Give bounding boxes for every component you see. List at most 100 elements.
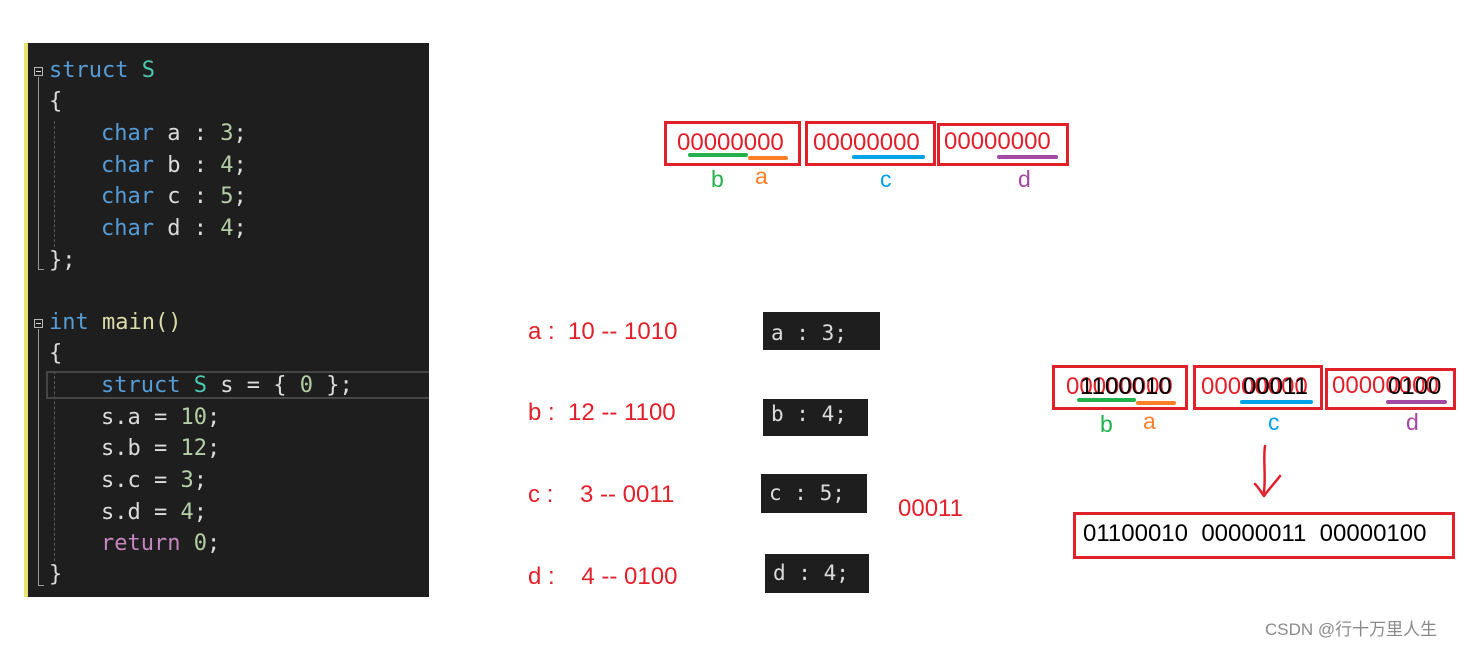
collapse-main-icon[interactable]	[34, 319, 43, 328]
byte-2-bits: 00000000	[813, 129, 920, 156]
underline-c	[852, 155, 925, 159]
filled-byte-box-3	[1325, 368, 1456, 410]
byte-box-2	[805, 121, 936, 166]
number-literal: 0	[299, 373, 313, 398]
underline-d	[1386, 400, 1447, 404]
code-line-assign: s.c = 3;	[101, 467, 207, 495]
label-d: d	[1018, 166, 1031, 192]
label-c: c	[1268, 409, 1280, 435]
keyword: return	[101, 531, 181, 556]
code-text: ;	[206, 531, 221, 556]
conversion-d: d : 4 -- 0100	[528, 563, 678, 590]
keyword: int	[49, 310, 89, 335]
snippet-c: c : 5;	[761, 474, 867, 513]
label-c: c	[880, 166, 892, 192]
code-line-open-brace: {	[49, 341, 63, 366]
keyword: char	[101, 184, 154, 209]
keyword: char	[101, 153, 154, 178]
label-b: b	[1100, 411, 1113, 437]
label-b: b	[711, 166, 724, 192]
underline-a	[1136, 401, 1176, 405]
down-arrow-icon	[1253, 444, 1282, 498]
code-line-struct: struct S	[49, 57, 155, 85]
keyword: struct	[49, 58, 129, 83]
code-text: ;	[193, 468, 207, 493]
byte-3-bits: 00000000	[944, 128, 1051, 155]
label-a: a	[1143, 408, 1156, 434]
underline-a	[748, 156, 788, 160]
code-line-assign: s.a = 10;	[101, 404, 220, 432]
label-d: d	[1406, 409, 1419, 435]
function-name: main()	[102, 310, 182, 335]
number-literal: 0	[193, 531, 207, 556]
snippet-d: d : 4;	[765, 554, 869, 593]
code-line-main: int main()	[49, 309, 181, 337]
bit-width: 4	[220, 216, 234, 241]
code-text: };	[312, 373, 353, 398]
watermark: CSDN @行十万里人生	[1265, 620, 1438, 639]
code-text: ;	[206, 405, 221, 430]
indent-guide	[54, 371, 55, 561]
filled-byte-box-1	[1052, 365, 1188, 410]
bit-width: 5	[220, 184, 234, 209]
byte-box-1	[664, 121, 801, 166]
code-text: s.a =	[101, 405, 181, 430]
snippet-b: b : 4;	[763, 399, 868, 436]
result-box	[1073, 512, 1455, 559]
conversion-b: b : 12 -- 1100	[528, 399, 676, 426]
number-literal: 12	[180, 436, 207, 461]
fold-guide-main	[38, 329, 39, 585]
result-bytes: 01100010 00000011 00000100	[1083, 520, 1427, 547]
code-line-assign: s.b = 12;	[101, 435, 220, 463]
code-text: s.c =	[101, 468, 181, 493]
code-text: ;	[206, 436, 221, 461]
c-bits-note: 00011	[898, 495, 963, 522]
keyword: char	[101, 121, 154, 146]
field-name: a	[167, 121, 181, 146]
number-literal: 4	[180, 500, 194, 525]
code-text: s.d =	[101, 500, 181, 525]
keyword: struct	[101, 373, 181, 398]
conversion-a: a : 10 -- 1010	[528, 318, 678, 345]
filled-byte-3-red: 00000000	[1332, 372, 1439, 399]
collapse-struct-icon[interactable]	[34, 67, 43, 76]
fold-guide-end	[38, 269, 44, 270]
number-literal: 3	[180, 468, 194, 493]
type-name: S	[141, 58, 155, 83]
filled-byte-2-red: 00000000	[1201, 373, 1308, 400]
filled-byte-box-2	[1193, 365, 1323, 410]
filled-byte-3-black: 0100	[1388, 373, 1442, 400]
keyword: char	[101, 216, 154, 241]
conversion-c: c : 3 -- 0011	[528, 481, 675, 508]
underline-b	[688, 153, 748, 157]
code-editor: struct S { char a : 3; char b : 4; char …	[24, 43, 429, 597]
bit-width: 3	[220, 121, 234, 146]
code-line-field: char a : 3;	[101, 121, 247, 146]
field-name: d	[167, 216, 181, 241]
code-line-close-brace: }	[49, 562, 63, 587]
field-name: b	[167, 153, 181, 178]
code-line-field: char b : 4;	[101, 153, 247, 178]
byte-1-bits: 00000000	[677, 129, 784, 156]
code-line-assign: s.d = 4;	[101, 499, 207, 527]
filled-byte-1-red: 00000000	[1066, 373, 1173, 400]
filled-byte-1-black: 1100010	[1080, 373, 1172, 400]
label-a: a	[755, 163, 768, 189]
fold-guide-struct	[38, 77, 39, 269]
code-line-open-brace: {	[49, 89, 63, 114]
type-name: S	[193, 373, 207, 398]
current-line-highlight	[46, 371, 429, 399]
code-line-return: return 0;	[101, 530, 220, 558]
code-line-init: struct S s = { 0 };	[101, 372, 353, 400]
code-line-field: char c : 5;	[101, 184, 247, 209]
number-literal: 10	[180, 405, 207, 430]
code-text: ;	[193, 500, 207, 525]
code-text: s.b =	[101, 436, 181, 461]
underline-d	[997, 155, 1058, 159]
indent-guide	[54, 121, 55, 247]
field-name: c	[167, 184, 181, 209]
code-line-field: char d : 4;	[101, 216, 247, 241]
underline-b	[1077, 398, 1136, 402]
code-text: s = {	[206, 373, 300, 398]
underline-c	[1240, 400, 1313, 404]
